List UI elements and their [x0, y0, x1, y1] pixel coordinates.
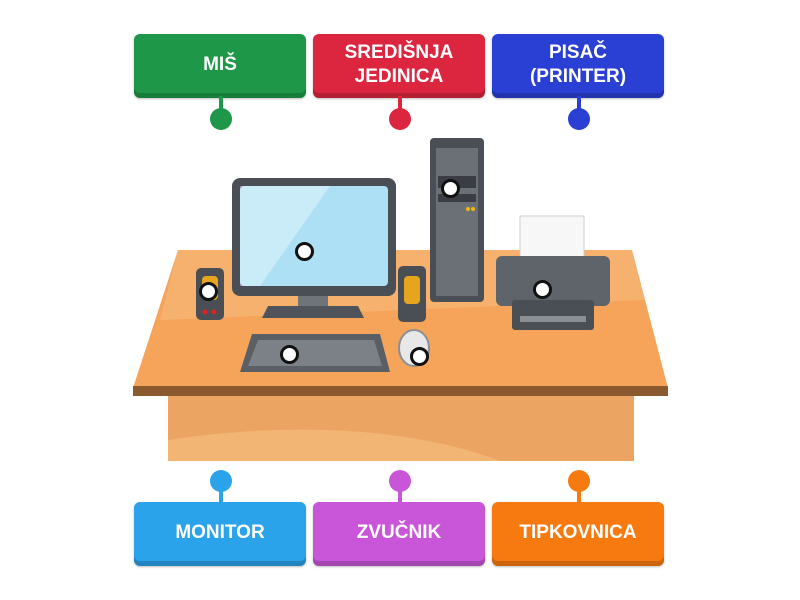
label-sredisnja-jedinica[interactable]: SREDIŠNJA JEDINICA	[313, 34, 485, 98]
tower-drive-bay-2	[438, 194, 476, 202]
monitor-base	[262, 306, 364, 318]
label-monitor-stem	[219, 482, 223, 504]
label-mis-text: MIŠ	[203, 53, 237, 75]
label-pisac-line1: PISAČ	[548, 41, 608, 63]
label-sredisnja-knob[interactable]	[389, 108, 411, 130]
hotspot-monitor-screen[interactable]	[295, 242, 314, 261]
label-monitor-knob[interactable]	[210, 470, 232, 492]
label-tipkovnica-stem	[577, 482, 581, 504]
printer-tray-slot	[520, 316, 586, 322]
hotspot-tower[interactable]	[441, 179, 460, 198]
hotspot-printer[interactable]	[533, 280, 552, 299]
label-sredisnja-stem	[398, 96, 402, 118]
speaker-left-knob-2	[211, 309, 217, 315]
tower-front	[436, 148, 478, 296]
keyboard-keys	[248, 340, 382, 366]
hotspot-mouse[interactable]	[410, 347, 429, 366]
label-tipkovnica[interactable]: TIPKOVNICA	[492, 502, 664, 566]
printer-body	[496, 256, 610, 306]
label-pisac-stem	[577, 96, 581, 118]
desk-edge	[133, 386, 668, 396]
label-pisac-line2: (PRINTER)	[529, 65, 627, 87]
label-tipkovnica-text: TIPKOVNICA	[519, 521, 637, 543]
label-zvucnik-stem	[398, 482, 402, 504]
label-mis-knob[interactable]	[210, 108, 232, 130]
speaker-left-knob	[202, 309, 208, 315]
label-mis-stem	[219, 96, 223, 118]
label-tipkovnica-knob[interactable]	[568, 470, 590, 492]
label-zvucnik-text: ZVUČNIK	[356, 521, 442, 543]
hotspot-keyboard[interactable]	[280, 345, 299, 364]
label-monitor[interactable]: MONITOR	[134, 502, 306, 566]
tower-led-2	[471, 207, 475, 211]
monitor-screen	[240, 186, 388, 286]
label-sredisnja-line1: SREDIŠNJA	[344, 41, 454, 63]
label-mis[interactable]: MIŠ	[134, 34, 306, 98]
printer-tray	[512, 300, 594, 330]
tower-led	[466, 207, 470, 211]
label-sredisnja-line2: JEDINICA	[354, 65, 444, 87]
speaker-right-cone	[404, 276, 420, 304]
label-monitor-text: MONITOR	[175, 521, 265, 543]
hotspot-left-speaker[interactable]	[199, 282, 218, 301]
desk-panel-shading	[168, 396, 634, 461]
label-pisac-knob[interactable]	[568, 108, 590, 130]
monitor-screen-shine	[240, 186, 330, 286]
label-zvucnik[interactable]: ZVUČNIK	[313, 502, 485, 566]
label-zvucnik-knob[interactable]	[389, 470, 411, 492]
label-pisac[interactable]: PISAČ (PRINTER)	[492, 34, 664, 98]
